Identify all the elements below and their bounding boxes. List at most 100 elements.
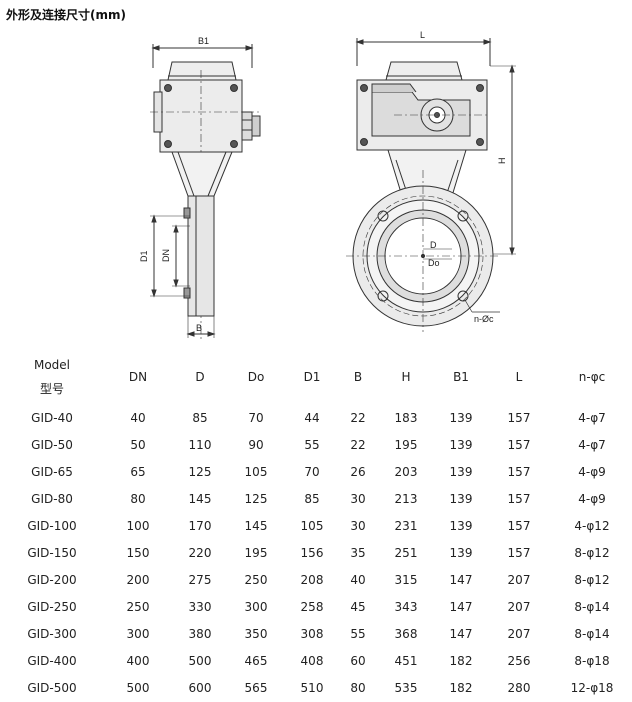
header-n-phi-c: n-φc (578, 370, 606, 384)
cell-do: 300 (244, 599, 268, 614)
cell-n-phi-c: 8-φ12 (574, 545, 610, 560)
dimension-table: Model 型号 DN D Do D1 B H B1 L n-φc GID-40… (0, 350, 632, 701)
cell-b1: 139 (449, 518, 473, 533)
table-header-row: Model 型号 DN D Do D1 B H B1 L n-φc (0, 350, 632, 404)
header-dn: DN (128, 370, 148, 384)
front-view (346, 38, 516, 332)
cell-b1: 139 (449, 410, 473, 425)
cell-b: 40 (350, 572, 366, 587)
header-do: Do (247, 370, 265, 384)
cell-d: 330 (188, 599, 212, 614)
table-row: GID-500 500 600 565 510 80 535 182 280 1… (0, 674, 632, 701)
cell-l: 157 (507, 437, 531, 452)
cell-b1: 147 (449, 626, 473, 641)
cell-b1: 147 (449, 599, 473, 614)
cell-h: 195 (394, 437, 418, 452)
header-d: D (195, 370, 205, 384)
cell-do: 465 (244, 653, 268, 668)
cell-d: 145 (188, 491, 212, 506)
cell-model: GID-300 (27, 626, 77, 641)
cell-h: 203 (394, 464, 418, 479)
cell-d1: 408 (300, 653, 324, 668)
table-row: GID-65 65 125 105 70 26 203 139 157 4-φ9 (0, 458, 632, 485)
cell-model: GID-200 (27, 572, 77, 587)
cell-b1: 139 (449, 545, 473, 560)
cell-b: 22 (350, 410, 366, 425)
header-model: Model 型号 (0, 350, 104, 404)
cell-d1: 156 (300, 545, 324, 560)
label-n-phi-c: n-Øc (474, 314, 494, 324)
cell-model: GID-400 (27, 653, 77, 668)
header-b: B (353, 370, 363, 384)
cell-n-phi-c: 4-φ7 (578, 437, 606, 452)
cell-dn: 500 (126, 680, 150, 695)
label-h: H (497, 158, 507, 165)
cell-do: 70 (248, 410, 264, 425)
cell-h: 183 (394, 410, 418, 425)
cell-model: GID-80 (31, 491, 73, 506)
cell-dn: 250 (126, 599, 150, 614)
cell-b: 60 (350, 653, 366, 668)
cell-do: 195 (244, 545, 268, 560)
cell-n-phi-c: 8-φ18 (574, 653, 610, 668)
cell-d1: 44 (304, 410, 320, 425)
cell-d: 500 (188, 653, 212, 668)
cell-dn: 300 (126, 626, 150, 641)
cell-model: GID-250 (27, 599, 77, 614)
cell-h: 451 (394, 653, 418, 668)
label-do: Do (428, 258, 440, 268)
cell-l: 157 (507, 464, 531, 479)
cell-l: 280 (507, 680, 531, 695)
cell-model: GID-150 (27, 545, 77, 560)
table-row: GID-400 400 500 465 408 60 451 182 256 8… (0, 647, 632, 674)
cell-dn: 400 (126, 653, 150, 668)
cell-l: 256 (507, 653, 531, 668)
label-l: L (420, 30, 425, 40)
label-d1: D1 (139, 250, 149, 262)
cell-b1: 182 (449, 680, 473, 695)
table-row: GID-150 150 220 195 156 35 251 139 157 8… (0, 539, 632, 566)
cell-n-phi-c: 4-φ12 (574, 518, 610, 533)
cell-d: 380 (188, 626, 212, 641)
cell-n-phi-c: 8-φ14 (574, 599, 610, 614)
cell-b1: 182 (449, 653, 473, 668)
cell-b1: 147 (449, 572, 473, 587)
cell-model: GID-65 (31, 464, 73, 479)
table-row: GID-300 300 380 350 308 55 368 147 207 8… (0, 620, 632, 647)
cell-model: GID-100 (27, 518, 77, 533)
table-row: GID-200 200 275 250 208 40 315 147 207 8… (0, 566, 632, 593)
table-row: GID-80 80 145 125 85 30 213 139 157 4-φ9 (0, 485, 632, 512)
cell-l: 157 (507, 518, 531, 533)
label-b: B (196, 323, 202, 333)
cell-d1: 208 (300, 572, 324, 587)
cell-b: 22 (350, 437, 366, 452)
cell-h: 343 (394, 599, 418, 614)
cell-l: 207 (507, 626, 531, 641)
cell-do: 90 (248, 437, 264, 452)
cell-do: 125 (244, 491, 268, 506)
header-l: L (515, 370, 523, 384)
table-row: GID-250 250 330 300 258 45 343 147 207 8… (0, 593, 632, 620)
cell-l: 157 (507, 410, 531, 425)
cell-model: GID-40 (31, 410, 73, 425)
cell-model: GID-50 (31, 437, 73, 452)
cell-b: 45 (350, 599, 366, 614)
cell-h: 231 (394, 518, 418, 533)
cell-do: 565 (244, 680, 268, 695)
table-row: GID-40 40 85 70 44 22 183 139 157 4-φ7 (0, 404, 632, 431)
cell-dn: 65 (130, 464, 146, 479)
cell-d1: 308 (300, 626, 324, 641)
header-b1: B1 (453, 370, 469, 384)
cell-d1: 105 (300, 518, 324, 533)
cell-dn: 80 (130, 491, 146, 506)
cell-l: 157 (507, 545, 531, 560)
cell-d: 220 (188, 545, 212, 560)
cell-b: 35 (350, 545, 366, 560)
cell-h: 315 (394, 572, 418, 587)
cell-n-phi-c: 4-φ9 (578, 491, 606, 506)
cell-d: 85 (192, 410, 208, 425)
cell-l: 207 (507, 572, 531, 587)
label-b1: B1 (198, 36, 209, 46)
header-model-en: Model (33, 358, 71, 372)
cell-d1: 85 (304, 491, 320, 506)
